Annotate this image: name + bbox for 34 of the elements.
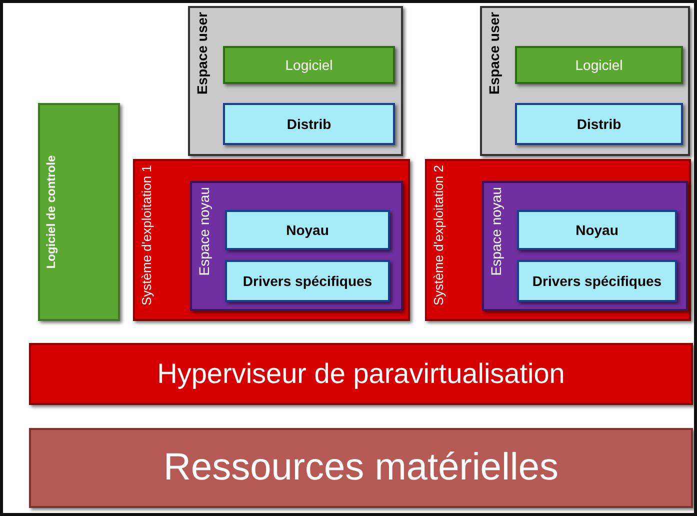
block-label: Ressources matérielles [164,446,558,490]
hypervisor-layer [29,343,693,405]
block-label: Noyau [576,222,618,238]
os-container [425,159,691,321]
component-block [517,210,677,250]
block-label: Hyperviseur de paravirtualisation [157,358,565,390]
block-label: Noyau [286,222,329,238]
block-label: Logiciel [285,57,333,73]
software-block [515,46,683,84]
kernel-space-panel [190,181,403,311]
vertical-label: Logiciel de controle [44,155,58,269]
vertical-label: Système d'exploitation 2 [431,165,446,306]
vertical-label: Espace noyau [488,187,504,276]
component-block [225,260,390,302]
block-label: Logiciel [575,57,623,73]
vertical-label: Espace user [486,12,502,94]
vertical-label: Système d'exploitation 1 [139,165,154,306]
kernel-space-panel [482,181,688,311]
vertical-label: Espace user [194,12,210,94]
software-block [223,46,395,84]
hardware-layer [29,428,693,508]
block-label: Drivers spécifiques [242,273,372,289]
user-space-panel [480,6,690,156]
component-block [223,103,395,145]
component-block [225,210,390,250]
user-space-panel [188,6,403,156]
block-label: Drivers spécifiques [532,273,662,289]
os-container [133,159,410,321]
block-label: Distrib [286,116,332,132]
software-layer [38,103,120,321]
component-block [515,103,683,145]
component-block [517,260,677,302]
block-label: Distrib [576,116,622,132]
vertical-label: Espace noyau [196,187,212,276]
